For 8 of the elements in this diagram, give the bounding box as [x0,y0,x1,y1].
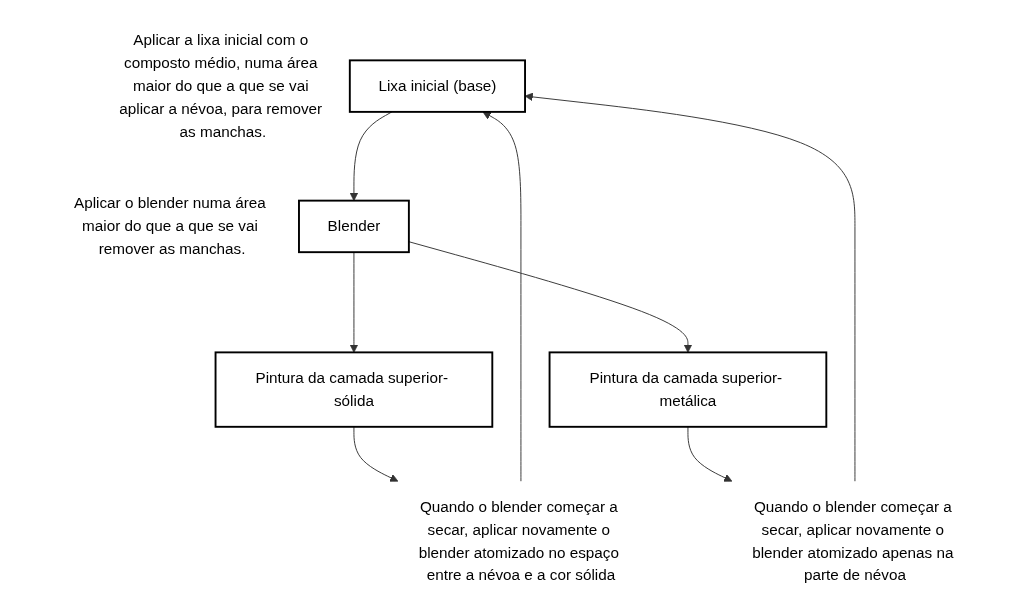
node-box: Blender [298,199,410,254]
node-label: Aplicar a lixa inicial com o composto médio, numa área maior do que a que se vai aplicar a névoa, para remover as manchas. [119,31,323,140]
node-box: Pintura da camada superior- sólida [214,351,494,428]
node-text: Quando o blender começar a secar, aplicar novamente o blender atomizado apenas na parte de névoa [752,498,954,584]
node-box: Lixa inicial (base) [348,59,526,113]
node-text: Quando o blender começar a secar, aplicar novamente o blender atomizado no espaço entre a névoa e a cor sólida [418,498,619,584]
node-label: Aplicar o blender numa área maior do que a que se vai remover as manchas. [74,194,266,257]
node-box: Pintura da camada superior- metálica [548,351,828,428]
